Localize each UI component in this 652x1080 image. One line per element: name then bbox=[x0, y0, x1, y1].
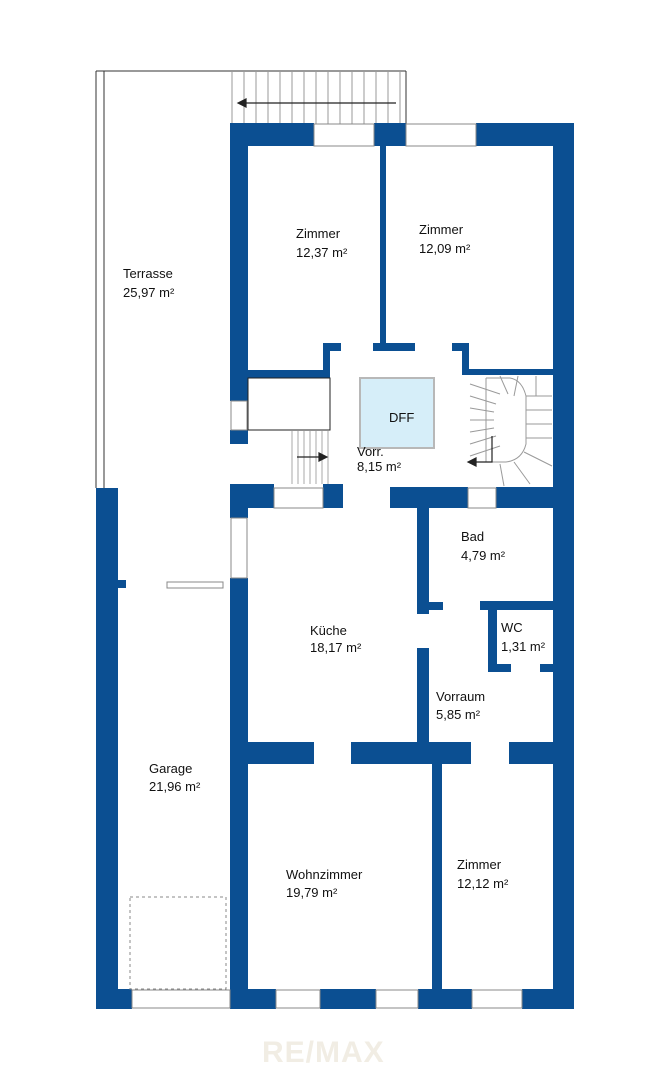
room-kueche-area: 18,17 m² bbox=[310, 640, 362, 655]
room-wohnzimmer-name: Wohnzimmer bbox=[286, 867, 363, 882]
outdoor-stairs-arrow bbox=[236, 98, 396, 108]
room-kueche-name: Küche bbox=[310, 623, 347, 638]
room-vorraum-area: 5,85 m² bbox=[436, 707, 481, 722]
stair-niche bbox=[247, 377, 331, 431]
room-zimmer-ne-name: Zimmer bbox=[419, 222, 464, 237]
spiral-stairs-arrow bbox=[466, 436, 493, 467]
outdoor-stairs bbox=[231, 72, 401, 124]
spiral-stairs bbox=[469, 375, 553, 487]
room-wc-area: 1,31 m² bbox=[501, 639, 546, 654]
room-vorraum-name: Vorraum bbox=[436, 689, 485, 704]
room-wc-name: WC bbox=[501, 620, 523, 635]
room-terrasse-area: 25,97 m² bbox=[123, 285, 175, 300]
terrace-outline bbox=[95, 70, 407, 488]
remax-watermark: RE/MAX bbox=[262, 1036, 385, 1069]
room-labels: Terrasse 25,97 m² Zimmer 12,37 m² Zimmer… bbox=[123, 222, 546, 900]
windows bbox=[131, 123, 523, 1009]
room-vorr-name: Vorr. bbox=[357, 444, 384, 459]
room-vorr-area: 8,15 m² bbox=[357, 459, 402, 474]
corridor-stairs-arrow bbox=[297, 452, 329, 462]
room-bad-name: Bad bbox=[461, 529, 484, 544]
room-garage-name: Garage bbox=[149, 761, 192, 776]
room-bad-area: 4,79 m² bbox=[461, 548, 506, 563]
room-terrasse-name: Terrasse bbox=[123, 266, 173, 281]
room-zimmer-nw-area: 12,37 m² bbox=[296, 245, 348, 260]
room-zimmer-se-area: 12,12 m² bbox=[457, 876, 509, 891]
room-zimmer-ne-area: 12,09 m² bbox=[419, 241, 471, 256]
room-zimmer-se-name: Zimmer bbox=[457, 857, 502, 872]
garage-parking-outline bbox=[129, 896, 227, 990]
walls bbox=[96, 123, 574, 1009]
room-wohnzimmer-area: 19,79 m² bbox=[286, 885, 338, 900]
dff-label: DFF bbox=[389, 410, 414, 425]
dff-skylight bbox=[359, 377, 435, 449]
room-zimmer-nw-name: Zimmer bbox=[296, 226, 341, 241]
room-garage-area: 21,96 m² bbox=[149, 779, 201, 794]
